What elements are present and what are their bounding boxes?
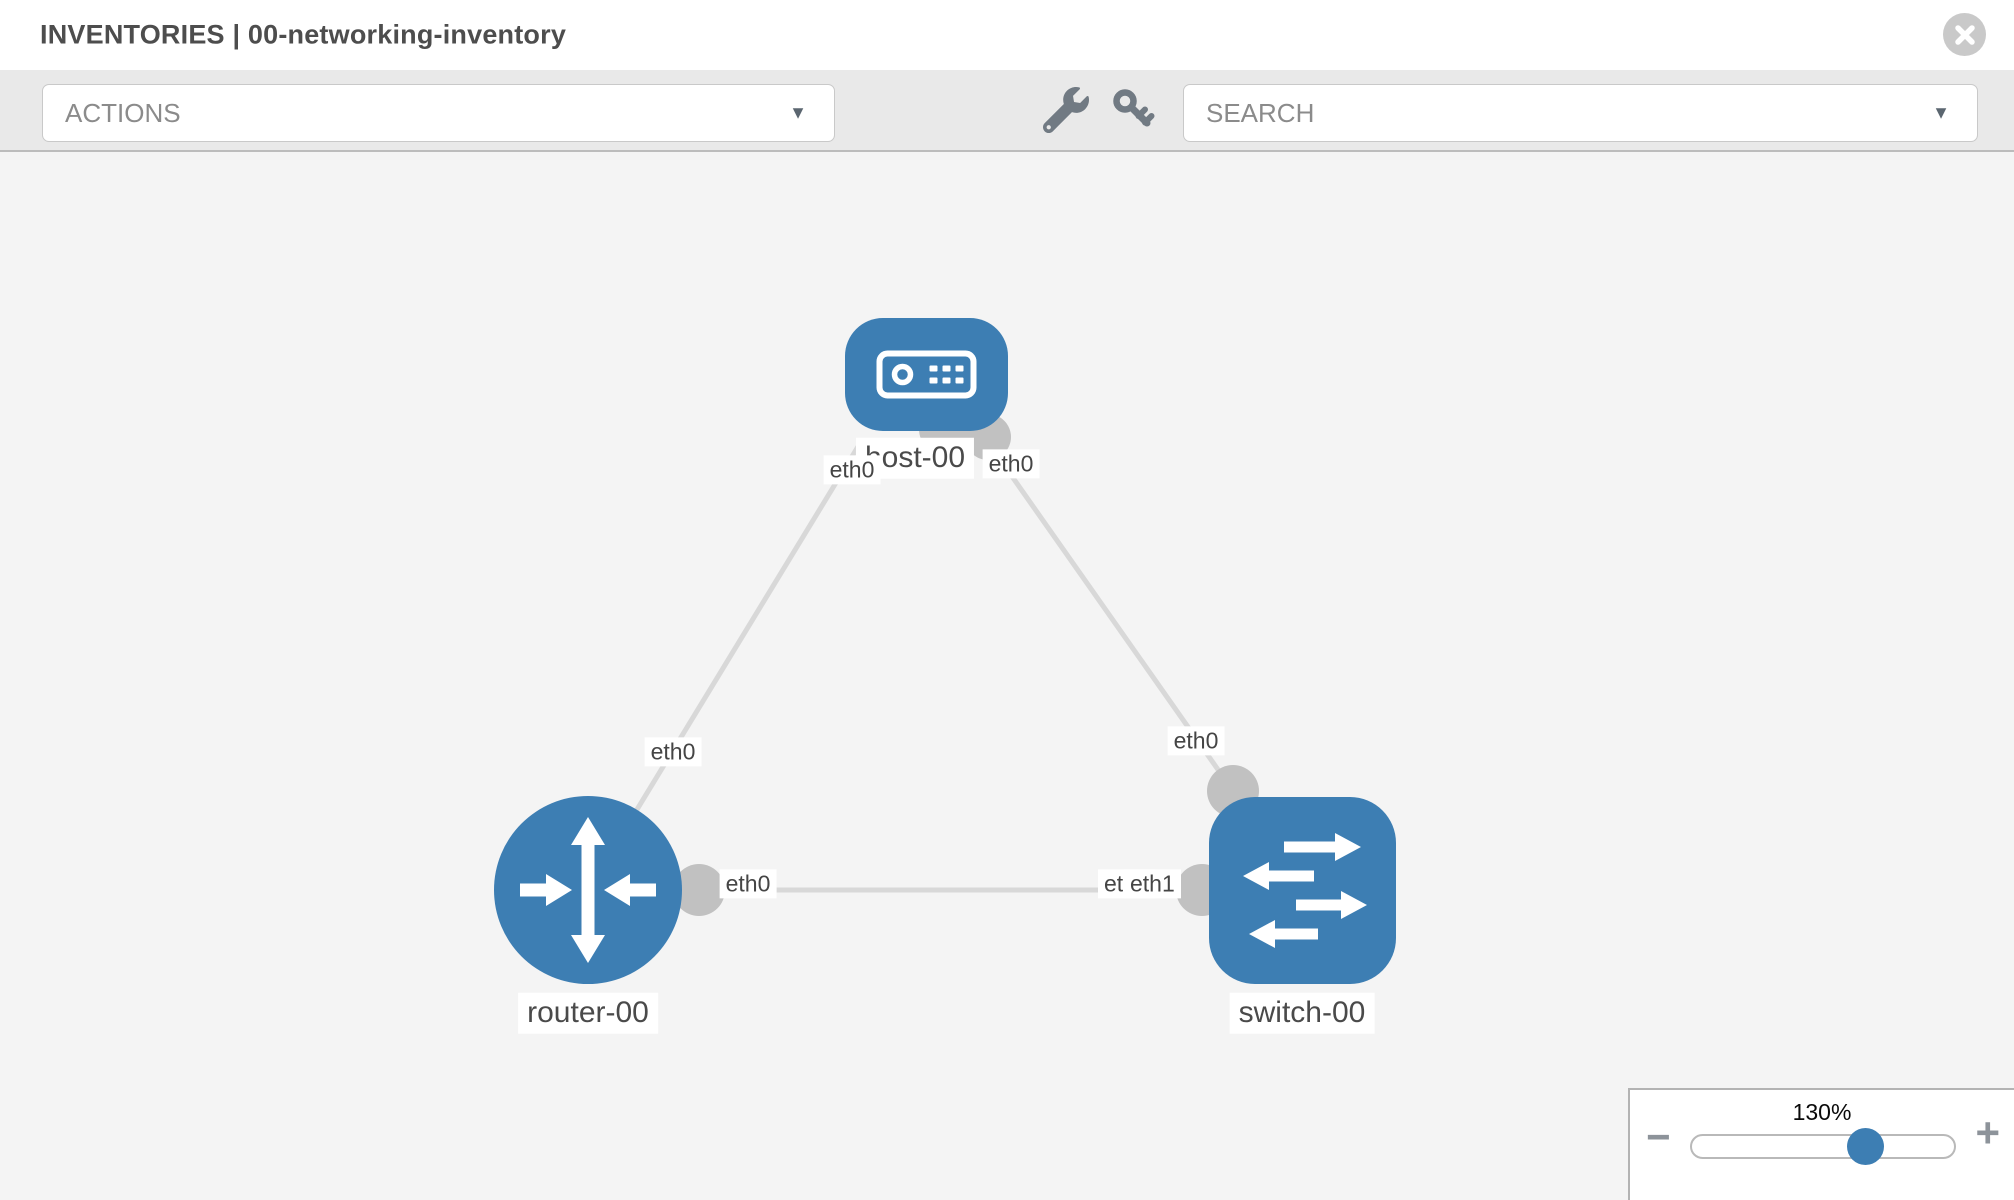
chevron-down-icon: ▼ (1932, 102, 1950, 123)
actions-dropdown[interactable]: ACTIONS ▼ (42, 84, 835, 142)
port-label-switch-top: eth0 (1167, 726, 1225, 756)
chevron-down-icon: ▼ (789, 102, 807, 123)
node-label-switch-00: switch-00 (1229, 992, 1375, 1034)
node-router-00[interactable] (494, 796, 682, 984)
zoom-slider-handle[interactable] (1847, 1128, 1884, 1165)
search-dropdown-label: SEARCH (1206, 97, 1315, 128)
close-icon (1954, 24, 1975, 45)
port-router-eth0 (673, 864, 725, 916)
node-switch-00[interactable] (1209, 797, 1396, 984)
page-title: INVENTORIES | 00-networking-inventory (40, 19, 567, 50)
actions-dropdown-label: ACTIONS (65, 97, 181, 128)
port-label-host-left: eth0 (823, 455, 881, 485)
port-label-switch-left-eth1: eth1 (1124, 869, 1181, 899)
toolbar: ACTIONS ▼ SEARCH ▼ (0, 70, 2014, 152)
port-label-host-right: eth0 (982, 449, 1040, 479)
search-dropdown[interactable]: SEARCH ▼ (1183, 84, 1978, 142)
credentials-button[interactable] (1111, 87, 1157, 133)
topology-canvas[interactable]: host-00 router-00 switch-00 eth0 eth0 et… (0, 152, 2014, 1200)
node-host-00[interactable] (845, 318, 1008, 431)
zoom-panel: 130% − + (1628, 1088, 2014, 1200)
port-label-router-right: eth0 (719, 869, 777, 899)
key-icon (1113, 89, 1155, 127)
router-icon (520, 817, 656, 963)
host-icon (876, 350, 977, 399)
page-header: INVENTORIES | 00-networking-inventory (0, 0, 2014, 70)
close-button[interactable] (1943, 13, 1986, 56)
tools-button[interactable] (1042, 87, 1089, 134)
zoom-slider-track[interactable] (1690, 1134, 1956, 1159)
node-label-router-00: router-00 (518, 992, 658, 1034)
zoom-in-button[interactable]: + (1975, 1109, 2000, 1156)
wrench-icon (1042, 87, 1089, 134)
port-label-router-top: eth0 (644, 737, 702, 767)
zoom-level: 130% (1792, 1099, 1852, 1125)
zoom-out-button[interactable]: − (1646, 1113, 1671, 1160)
topology-graph (494, 318, 1396, 984)
switch-icon (1243, 833, 1367, 948)
